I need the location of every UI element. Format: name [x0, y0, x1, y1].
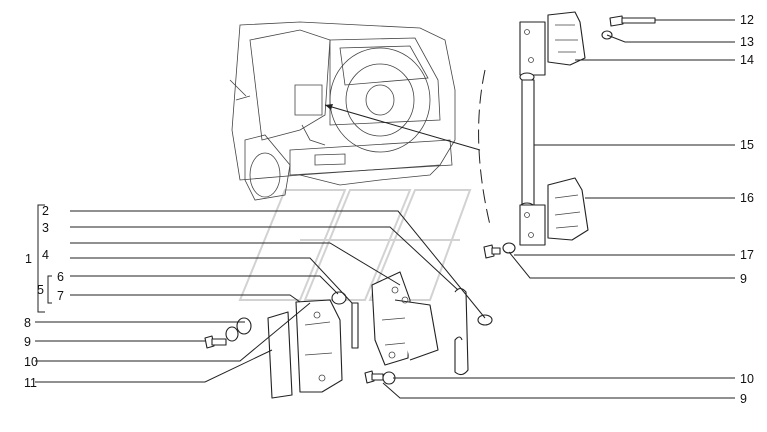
watermark-logo — [238, 189, 472, 301]
callout-8: 8 — [24, 316, 31, 330]
bracket-plate-11-icon — [267, 311, 293, 399]
door-edge-dashed — [478, 69, 491, 226]
callout-11: 11 — [24, 376, 37, 390]
upper-hinge-icon — [519, 11, 586, 82]
callout-10-left: 10 — [24, 355, 38, 369]
callout-9-right-mid: 9 — [740, 272, 747, 286]
callout-1: 1 — [25, 252, 32, 266]
callout-6: 6 — [57, 270, 64, 284]
callout-2: 2 — [42, 204, 49, 218]
bolt-9-bottom-icon — [364, 370, 384, 384]
car-rear-view — [229, 21, 481, 201]
lower-hinge-icon — [519, 177, 589, 246]
callout-16: 16 — [740, 191, 754, 205]
pin-7-icon — [351, 302, 359, 349]
callout-10-right-bottom: 10 — [740, 372, 754, 386]
bolt-17-icon — [483, 244, 501, 259]
callout-9-right-bottom: 9 — [740, 392, 747, 406]
washer-right-icon — [477, 314, 493, 326]
bolt-9-left-icon — [204, 335, 227, 349]
hinge-leaf-icon — [295, 299, 343, 393]
washer-9-right-icon — [502, 242, 516, 254]
callout-14: 14 — [740, 53, 754, 67]
bushing-6-icon — [331, 291, 347, 305]
callout-7: 7 — [57, 289, 64, 303]
callout-13: 13 — [740, 35, 754, 49]
leader-lines — [35, 19, 735, 399]
washer-10-left-icon — [225, 326, 239, 342]
callout-17: 17 — [740, 248, 754, 262]
callout-5: 5 — [37, 283, 44, 297]
callout-4: 4 — [42, 248, 49, 262]
spring-icon — [454, 287, 469, 376]
callout-3: 3 — [42, 221, 49, 235]
callout-15: 15 — [740, 138, 754, 152]
callout-12: 12 — [740, 13, 754, 27]
spacer-8-icon — [236, 317, 252, 335]
bolt-12-icon — [609, 15, 656, 27]
callout-9-left: 9 — [24, 335, 31, 349]
hinge-body-icon — [371, 271, 439, 366]
hinge-pin-rod — [521, 79, 535, 206]
